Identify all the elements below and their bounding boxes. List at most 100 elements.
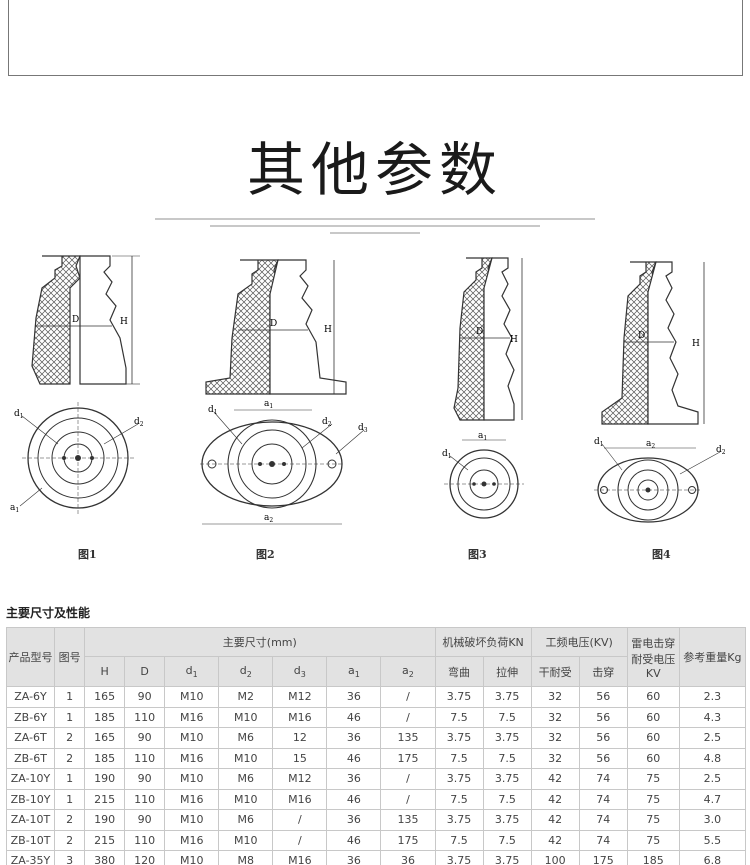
table-cell: 3.75 [482, 686, 532, 708]
subheader-H: H [84, 656, 126, 687]
table-cell: 3 [54, 850, 86, 865]
table-cell: 7.5 [482, 788, 532, 810]
table-cell: 32 [530, 686, 580, 708]
table-cell: 3.75 [482, 809, 532, 831]
subheader-a1: a1 [326, 656, 382, 687]
fig2-label-a1: a1 [264, 399, 273, 410]
table-cell: 12 [272, 727, 328, 749]
table-cell: 2 [54, 747, 86, 769]
table-cell: M16 [272, 788, 328, 810]
table-cell: 74 [578, 768, 628, 790]
table-cell: 42 [530, 809, 580, 831]
fig3-label-D: D [476, 327, 483, 337]
table-cell: 3.75 [434, 809, 484, 831]
fig1-label-a1: a1 [10, 503, 19, 514]
table-cell: 190 [84, 768, 126, 790]
table-cell: 1 [54, 788, 86, 810]
spec-table: 产品型号 图号 主要尺寸(mm) 机械破坏负荷KN 工频电压(KV) 雷电击穿耐… [5, 627, 747, 865]
table-cell: 185 [84, 747, 126, 769]
table-cell: 56 [578, 686, 628, 708]
subheader-d1: d1 [164, 656, 220, 687]
header-weight: 参考重量Kg [678, 627, 747, 687]
table-cell: M10 [218, 747, 274, 769]
subheader-dry: 干耐受 [530, 656, 580, 687]
subheader-d3: d3 [272, 656, 328, 687]
table-subheader-row: H D d1 d2 d3 a1 a2 弯曲 拉伸 干耐受 击穿 [7, 656, 746, 687]
fig4-label-D: D [638, 331, 645, 341]
table-cell: 60 [626, 706, 680, 728]
table-cell: 7.5 [434, 788, 484, 810]
header-model: 产品型号 [5, 627, 56, 687]
table-cell: 56 [578, 747, 628, 769]
table-cell: 7.5 [434, 706, 484, 728]
table-cell: 56 [578, 727, 628, 749]
table-cell: 60 [626, 686, 680, 708]
subheader-bend: 弯曲 [434, 656, 484, 687]
figure-2-caption: 图2 [256, 548, 275, 561]
fine-print-lines [150, 218, 600, 246]
fig2-label-H: H [324, 325, 332, 335]
section-title: 主要尺寸及性能 [6, 606, 91, 620]
table-cell: ZA-10Y [5, 768, 56, 790]
table-cell: 165 [84, 686, 126, 708]
table-cell: 46 [326, 747, 382, 769]
table-cell: ZA-6Y [5, 686, 56, 708]
table-cell: M10 [164, 850, 220, 865]
figure-1-drawing: D H d1 d2 a1 [10, 255, 144, 514]
table-cell: M16 [164, 706, 220, 728]
table-cell: 380 [84, 850, 126, 865]
table-cell: 1 [54, 768, 86, 790]
table-cell: 3.75 [482, 850, 532, 865]
table-cell: M2 [218, 686, 274, 708]
header-mechanical: 机械破坏负荷KN [434, 627, 532, 657]
table-cell: 32 [530, 706, 580, 728]
table-cell: 3.75 [434, 850, 484, 865]
table-cell: 175 [578, 850, 628, 865]
table-cell: 165 [84, 727, 126, 749]
table-cell: 175 [380, 829, 436, 851]
table-cell: 2.5 [678, 727, 747, 749]
table-cell: 74 [578, 829, 628, 851]
page-title: 其他参数 [246, 136, 503, 204]
figure-4-caption: 图4 [652, 548, 671, 561]
subheader-tensile: 拉伸 [482, 656, 532, 687]
subheader-d2: d2 [218, 656, 274, 687]
fig2-label-a2: a2 [264, 513, 273, 524]
fig2-label-d1: d1 [208, 405, 218, 416]
fig2-label-d2: d2 [322, 417, 332, 428]
figure-2-drawing: D H a1 d1 d2 d3 a2 [200, 259, 368, 525]
fig3-label-H: H [510, 335, 518, 345]
table-header-row: 产品型号 图号 主要尺寸(mm) 机械破坏负荷KN 工频电压(KV) 雷电击穿耐… [5, 627, 747, 687]
table-cell: ZB-10Y [5, 788, 56, 810]
table-cell: 6.8 [678, 850, 747, 865]
table-cell: 7.5 [482, 706, 532, 728]
table-cell: 15 [272, 747, 328, 769]
table-cell: M6 [218, 768, 274, 790]
table-cell: 3.0 [678, 809, 747, 831]
table-cell: M6 [218, 727, 274, 749]
table-cell: 60 [626, 727, 680, 749]
table-cell: ZA-35Y [5, 850, 56, 865]
table-cell: 36 [326, 727, 382, 749]
table-cell: 185 [84, 706, 126, 728]
table-cell: 7.5 [434, 829, 484, 851]
figure-3-drawing: D H a1 d1 [442, 257, 524, 519]
table-cell: 36 [326, 686, 382, 708]
table-cell: / [380, 768, 436, 790]
table-cell: M6 [218, 809, 274, 831]
table-cell: M12 [272, 686, 328, 708]
table-cell: 36 [326, 809, 382, 831]
table-cell: 7.5 [482, 829, 532, 851]
table-cell: 46 [326, 829, 382, 851]
table-cell: 90 [124, 727, 166, 749]
table-cell: / [272, 829, 328, 851]
table-cell: 215 [84, 788, 126, 810]
table-cell: 110 [124, 788, 166, 810]
